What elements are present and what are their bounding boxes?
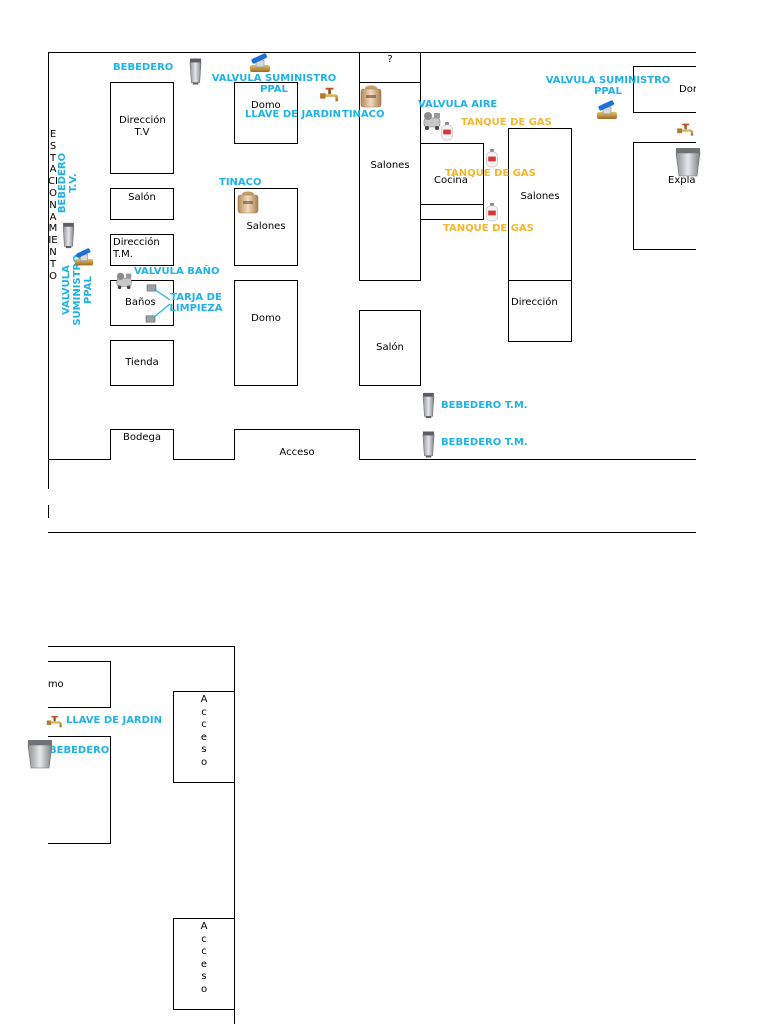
room-direccion-tm-label: Dirección T.M.	[113, 237, 160, 260]
drinking-fountain-icon	[27, 739, 53, 769]
room-direccion-tm: Dirección T.M.	[110, 234, 174, 266]
plan-top-wall-right	[421, 52, 696, 54]
room-acceso-bottom: Acceso	[234, 429, 360, 460]
room-banos-label: Baños	[125, 297, 156, 308]
label-tanque-gas-3: TANQUE DE GAS	[443, 223, 534, 234]
drinking-fountain-icon	[422, 392, 435, 419]
far-right-clip: Domo Explanada	[600, 52, 696, 262]
label-valvula-aire: VALVULA AIRE	[418, 99, 498, 110]
lower-left-clip: Domo Explanada	[48, 650, 234, 1024]
label-tarja-limpieza: TARJA DE LIMPIEZA	[169, 292, 223, 314]
room-tienda-label: Tienda	[125, 357, 159, 368]
label-valvula-suministro-right: VALVULA SUMINISTRO PPAL	[545, 75, 671, 97]
room-direccion-tv-label: Dirección T.V	[119, 115, 166, 138]
drinking-fountain-icon	[422, 430, 435, 459]
label-bebedero-tm-2: BEBEDERO T.M.	[441, 437, 528, 448]
room-salones-center-label: Salones	[370, 160, 410, 171]
ball-valve-icon	[595, 100, 619, 124]
drinking-fountain-icon	[189, 57, 202, 86]
label-tinaco-center: TINACO	[342, 109, 385, 120]
gas-tank-icon	[485, 149, 499, 168]
label-tinaco-mid: TINACO	[219, 177, 262, 188]
label-bebedero-tm-1: BEBEDERO T.M.	[441, 400, 528, 411]
ball-valve-icon	[248, 53, 272, 77]
street-line-top	[48, 459, 696, 461]
room-salon-center-label: Salón	[376, 342, 404, 353]
label-valvula-suministro-mid: VALVULA SUMINISTRO PPAL	[211, 73, 337, 95]
garden-faucet-icon	[676, 122, 696, 138]
garden-faucet-icon	[46, 712, 64, 732]
room-salones-right: Salones	[508, 128, 572, 281]
room-cocina-label: Cocina	[434, 175, 468, 186]
room-domo-top: Domo	[234, 82, 298, 144]
room-salon-left-label: Salón	[128, 192, 156, 203]
label-bebedero-top: BEBEDERO	[113, 62, 174, 73]
room-direccion-right-label: Dirección	[511, 297, 558, 308]
room-acceso-vertical-2: Acceso	[173, 918, 235, 1010]
plan-left-wall	[48, 52, 50, 489]
ball-valve-icon	[73, 248, 95, 270]
label-llave-jardin-top: LLAVE DE JARDIN	[245, 109, 342, 120]
room-explanada-label: Explanada	[668, 175, 696, 186]
room-acceso-bottom-label: Acceso	[279, 447, 315, 458]
lower-top-wall	[48, 646, 235, 648]
plan-top-wall-left	[48, 52, 359, 54]
estacionamiento-label: ESTACIONAMIENTO	[48, 129, 58, 282]
room-bodega-label: Bodega	[123, 432, 161, 443]
label-valvula-bano: VALVULA BAÑO	[134, 266, 220, 277]
room-question-label: ?	[387, 54, 393, 65]
label-bebedero-lower: BEBEDERO	[49, 745, 110, 756]
acceso-vertical-2-label: Acceso	[200, 921, 208, 995]
room-salones-right-label: Salones	[520, 191, 560, 202]
room-domo-far-right-label: Domo	[679, 84, 696, 95]
acceso-vertical-1-label: Acceso	[200, 694, 208, 768]
room-direccion-tv: Dirección T.V	[110, 82, 174, 174]
tarja-pointer-lines	[153, 288, 171, 318]
room-salon-left: Salón	[110, 188, 174, 220]
water-tank-icon	[360, 84, 382, 108]
room-domo-far-right: Domo	[633, 66, 696, 113]
room-bodega: Bodega	[110, 429, 174, 460]
room-direccion-right: Dirección	[508, 280, 572, 342]
room-acceso-vertical-1: Acceso	[173, 691, 235, 783]
plan-left-wall-lower	[48, 505, 50, 518]
drinking-fountain-icon	[675, 147, 701, 177]
room-cocina-annex	[420, 204, 484, 220]
room-domo-top-label: Domo	[251, 100, 281, 111]
room-question: ?	[359, 52, 421, 83]
room-domo-lower: Domo	[48, 661, 111, 708]
room-salones-mid-label: Salones	[246, 221, 286, 232]
room-domo-mid: Domo	[234, 280, 298, 386]
drinking-fountain-icon	[62, 222, 75, 249]
label-tanque-gas-2: TANQUE DE GAS	[445, 168, 536, 179]
gas-tank-icon	[440, 122, 454, 141]
label-bebedero-tv: BEBEDERO T.V.	[57, 152, 79, 214]
room-explanada-lower: Explanada	[48, 736, 111, 844]
gas-tank-icon	[485, 203, 499, 222]
lower-right-wall	[234, 646, 236, 1024]
garden-faucet-icon	[319, 86, 341, 104]
water-tank-icon	[237, 190, 259, 214]
label-tanque-gas-1: TANQUE DE GAS	[461, 117, 552, 128]
street-line-bottom	[48, 532, 696, 534]
room-domo-lower-label: Domo	[48, 679, 64, 690]
room-cocina: Cocina	[420, 143, 484, 205]
room-domo-mid-label: Domo	[251, 313, 281, 324]
label-llave-jardin-lower: LLAVE DE JARDIN	[66, 715, 163, 726]
room-salon-center: Salón	[359, 310, 421, 386]
bathroom-valve-icon	[115, 270, 135, 290]
room-tienda: Tienda	[110, 340, 174, 386]
